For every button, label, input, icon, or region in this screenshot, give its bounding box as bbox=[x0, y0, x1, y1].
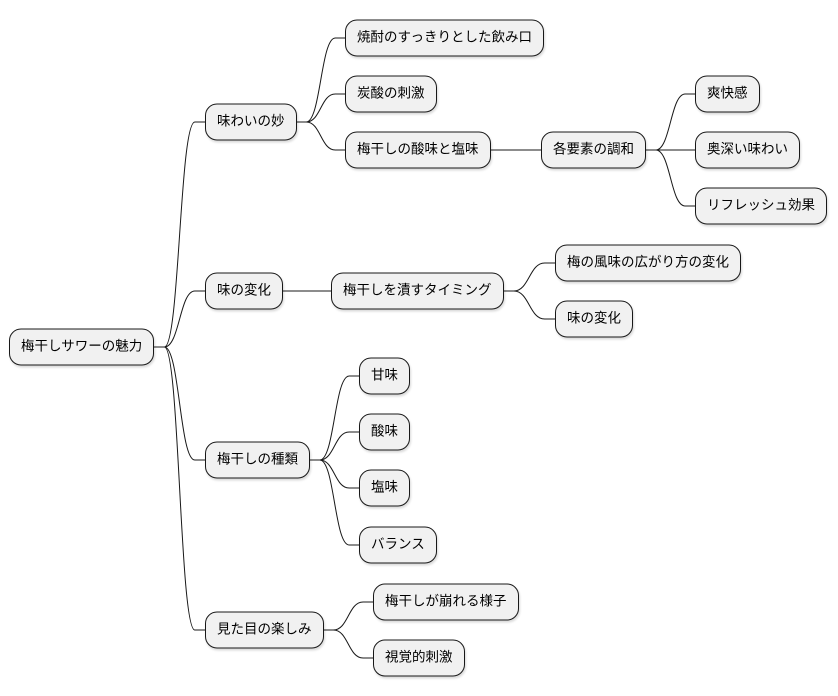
connector-line bbox=[296, 93, 345, 123]
connector-line bbox=[154, 290, 205, 348]
connector-line bbox=[296, 121, 345, 151]
leaf-node: 奥深い味わい bbox=[695, 131, 800, 169]
branch-node: 梅干しの酸味と塩味 bbox=[345, 131, 491, 169]
connector-line bbox=[646, 149, 695, 207]
connector-line bbox=[503, 262, 555, 292]
branch-node: 味わいの妙 bbox=[205, 103, 297, 141]
connector-line bbox=[154, 346, 205, 461]
branch-node: 味の変化 bbox=[205, 272, 283, 310]
leaf-node: 梅の風味の広がり方の変化 bbox=[555, 244, 741, 282]
connector-line bbox=[154, 121, 205, 348]
leaf-node: 甘味 bbox=[359, 357, 410, 395]
connector-line bbox=[310, 459, 359, 546]
leaf-node: 爽快感 bbox=[695, 75, 760, 113]
leaf-node: 炭酸の刺激 bbox=[345, 75, 437, 113]
connector-line bbox=[310, 459, 359, 489]
leaf-node: 味の変化 bbox=[555, 300, 633, 338]
connector-line bbox=[296, 37, 345, 123]
branch-node: 梅干しを漬すタイミング bbox=[331, 272, 504, 310]
connector-line bbox=[503, 290, 555, 320]
leaf-node: バランス bbox=[359, 526, 437, 564]
connector-line bbox=[323, 629, 373, 659]
connector-line bbox=[310, 375, 359, 461]
branch-node: 各要素の調和 bbox=[541, 131, 646, 169]
leaf-node: 視覚的刺激 bbox=[373, 639, 465, 677]
connector-line bbox=[646, 93, 695, 151]
connector-line bbox=[310, 431, 359, 461]
leaf-node: リフレッシュ効果 bbox=[695, 187, 827, 225]
leaf-node: 酸味 bbox=[359, 413, 410, 451]
branch-node: 梅干しの種類 bbox=[205, 441, 310, 479]
leaf-node: 梅干しが崩れる様子 bbox=[373, 583, 519, 621]
leaf-node: 焼酎のすっきりとした飲み口 bbox=[345, 19, 544, 57]
connector-line bbox=[323, 601, 373, 631]
leaf-node: 塩味 bbox=[359, 469, 410, 507]
connector-line bbox=[154, 346, 205, 631]
root-node: 梅干しサワーの魅力 bbox=[9, 328, 155, 366]
branch-node: 見た目の楽しみ bbox=[205, 611, 324, 649]
